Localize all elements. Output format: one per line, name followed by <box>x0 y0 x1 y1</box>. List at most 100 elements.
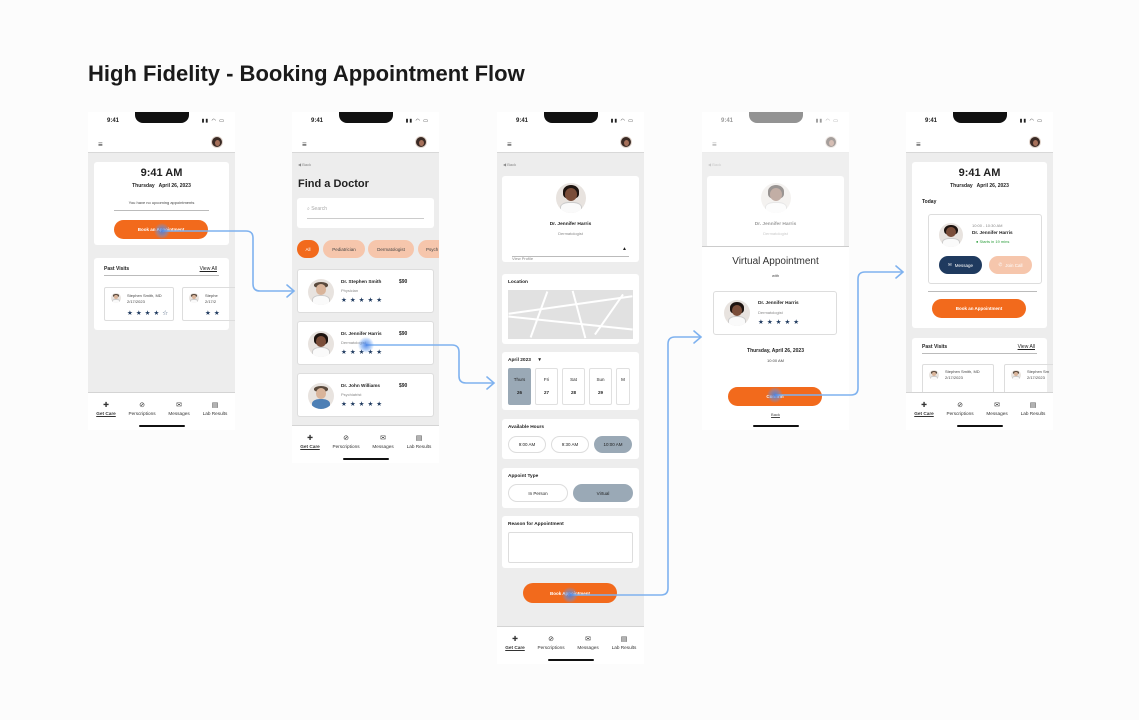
avatar[interactable] <box>620 136 632 148</box>
appointment-date: Thursday, April 26, 2023 <box>747 348 804 354</box>
nav-prescriptions[interactable]: ⊘Perscriptions <box>533 635 569 650</box>
view-all-link[interactable]: View All <box>199 266 217 272</box>
doctor-photo <box>308 279 334 305</box>
nav-messages[interactable]: ✉Messages <box>365 434 401 449</box>
bottom-nav: ✚Get Care ⊘Perscriptions ✉Messages ▤Lab … <box>497 626 644 664</box>
avatar <box>825 136 837 148</box>
mail-icon: ✉ <box>176 402 182 409</box>
doctor-name: Dr. Jennifer Harris <box>754 222 797 227</box>
signal-icon: ▮▮ ◠ ▭ <box>201 118 225 124</box>
signal-icon: ▮▮ ◠ ▭ <box>405 118 429 124</box>
back-button[interactable]: Back <box>771 412 780 417</box>
doctor-photo <box>929 370 939 380</box>
nav-get-care[interactable]: ✚Get Care <box>906 401 942 416</box>
search-input[interactable]: ⌕ Search <box>307 206 424 219</box>
hour-option-selected[interactable]: 10:00 AM <box>594 436 632 453</box>
visit-doctor: Stephen Smith, MD <box>127 293 162 298</box>
avatar[interactable] <box>415 136 427 148</box>
nav-prescriptions[interactable]: ⊘Perscriptions <box>328 434 364 449</box>
reason-card: Reason for Appointment <box>502 516 639 568</box>
rating-stars: ★★★★★ <box>341 401 386 408</box>
menu-icon[interactable]: ≡ <box>302 140 307 149</box>
virtual-option[interactable]: Virtual <box>573 484 633 502</box>
filter-psychiatrist[interactable]: Psych <box>418 240 439 258</box>
confirm-sheet: Virtual Appointment with Dr. Jennifer Ha… <box>702 246 849 430</box>
touch-indicator <box>154 223 170 239</box>
menu-icon[interactable]: ≡ <box>916 140 921 149</box>
book-appointment-button[interactable]: Book an Appointment <box>932 299 1026 318</box>
nav-prescriptions[interactable]: ⊘Perscriptions <box>124 401 160 416</box>
doctor-photo <box>761 183 791 213</box>
month-selector[interactable]: April 2023 ▼ <box>508 358 543 363</box>
back-link[interactable]: ◀ Back <box>503 162 517 167</box>
menu-icon[interactable]: ≡ <box>98 140 103 149</box>
screen-confirm: 9:41 ▮▮ ◠ ▭ ≡ ◀ Back Dr. Jennifer Harris… <box>702 112 849 430</box>
view-all-link[interactable]: View All <box>1017 344 1035 350</box>
caret-down-icon: ▼ <box>537 358 543 363</box>
back-link: ◀ Back <box>708 162 722 167</box>
appointment-card[interactable]: 10:00 - 10:30 AM Dr. Jennifer Harris ● S… <box>928 214 1042 284</box>
doctor-summary-card: Dr. Jennifer Harris Dermatologist ★★★★★ <box>713 291 837 335</box>
notch <box>952 112 1007 123</box>
flow-arrow-2 <box>366 344 493 384</box>
nav-lab-results[interactable]: ▤Lab Results <box>1015 401 1051 416</box>
mail-icon: ✉ <box>947 262 952 267</box>
phone-icon: ✆ <box>998 262 1003 267</box>
doctor-card[interactable]: Dr. Stephen Smith Physician $90 ★★★★★ <box>297 269 434 313</box>
doctor-photo <box>308 383 334 409</box>
filter-all[interactable]: All <box>297 240 319 258</box>
message-button[interactable]: ✉Message <box>939 256 982 274</box>
reason-textarea[interactable] <box>508 532 633 563</box>
visit-doctor: Stephe <box>205 293 218 298</box>
in-person-option[interactable]: In Person <box>508 484 568 502</box>
filter-pediatrician[interactable]: Pediatrician <box>323 240 365 258</box>
visit-doctor: Stephen Smith, MD <box>945 369 980 374</box>
appointment-time: 10:00 - 10:30 AM <box>972 223 1003 228</box>
nav-messages[interactable]: ✉Messages <box>979 401 1015 416</box>
filter-dermatologist[interactable]: Dermatologist <box>368 240 414 258</box>
join-call-button[interactable]: ✆Join Call <box>989 256 1032 274</box>
chart-icon: ▤ <box>415 435 423 442</box>
visit-card[interactable]: Stephen Smith, MD 2/17/2023 ★★★★☆ <box>104 287 174 321</box>
hour-option[interactable]: 9:00 AM <box>508 436 546 453</box>
doctor-photo <box>111 293 121 303</box>
nav-lab-results[interactable]: ▤Lab Results <box>606 635 642 650</box>
doctor-photo <box>724 300 750 326</box>
notch <box>748 112 803 123</box>
map[interactable] <box>508 290 633 339</box>
menu-icon[interactable]: ≡ <box>507 140 512 149</box>
plus-icon: ✚ <box>512 636 518 643</box>
touch-indicator <box>562 587 578 603</box>
doctor-name: Dr. Jennifer Harris <box>341 331 382 336</box>
nav-get-care[interactable]: ✚Get Care <box>497 635 533 650</box>
visit-card[interactable]: Stephe 2/17/2 ★★ <box>182 287 235 321</box>
nav-get-care[interactable]: ✚Get Care <box>88 401 124 416</box>
flow-arrow-4 <box>775 271 902 396</box>
doctor-price: $90 <box>399 331 408 337</box>
no-appointments-text: You have no upcoming appointments <box>128 200 195 205</box>
date-option[interactable]: M <box>616 368 630 405</box>
view-profile-dropdown[interactable]: View Profile ▲ <box>512 246 629 261</box>
nav-messages[interactable]: ✉Messages <box>570 635 606 650</box>
nav-get-care[interactable]: ✚Get Care <box>292 434 328 449</box>
status-bar: 9:41 ▮▮ ◠ ▭ <box>292 112 439 138</box>
bottom-nav: ✚Get Care ⊘Perscriptions ✉Messages ▤Lab … <box>292 425 439 463</box>
nav-lab-results[interactable]: ▤Lab Results <box>197 401 233 416</box>
hour-option[interactable]: 9:30 AM <box>551 436 589 453</box>
doctor-card[interactable]: Dr. John Williams Psychiatrist $90 ★★★★★ <box>297 373 434 417</box>
nav-prescriptions[interactable]: ⊘Perscriptions <box>942 401 978 416</box>
nav-lab-results[interactable]: ▤Lab Results <box>401 434 437 449</box>
notch <box>338 112 393 123</box>
plus-icon: ✚ <box>921 402 927 409</box>
nav-messages[interactable]: ✉Messages <box>161 401 197 416</box>
avatar[interactable] <box>1029 136 1041 148</box>
back-link[interactable]: ◀ Back <box>298 162 312 167</box>
mail-icon: ✉ <box>994 402 1000 409</box>
bottom-nav: ✚Get Care ⊘Perscriptions ✉Messages ▤Lab … <box>88 392 235 430</box>
avatar[interactable] <box>211 136 223 148</box>
